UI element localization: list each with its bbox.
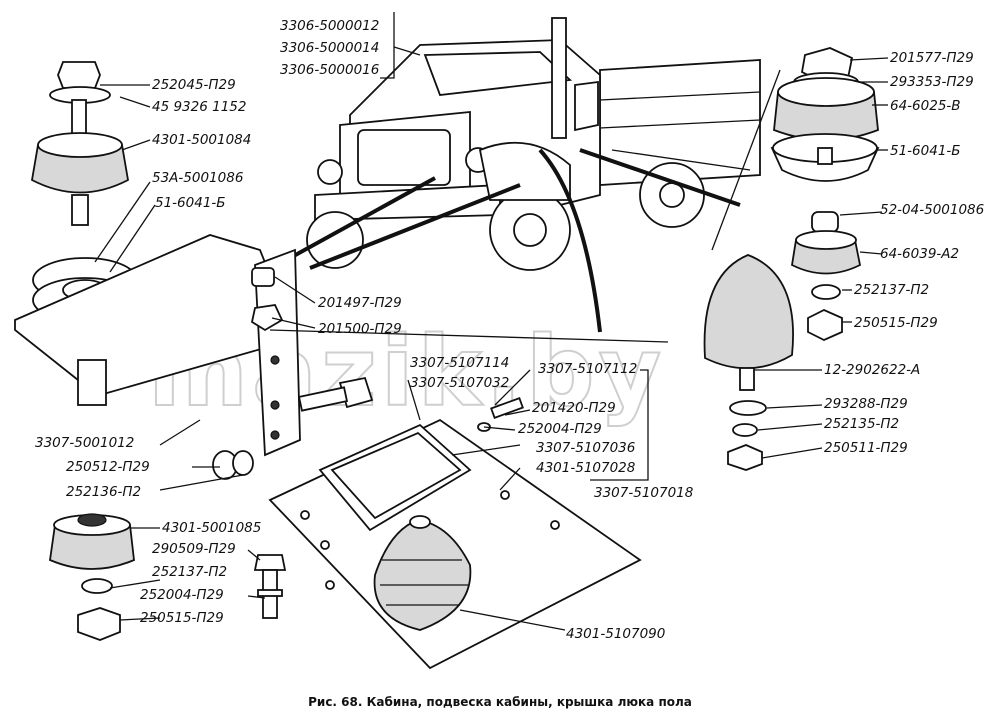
label-252004-p29-mid: 252004-П29 <box>518 421 602 437</box>
pointer-lines <box>289 69 781 333</box>
label-3307-5107018: 3307-5107018 <box>594 485 693 501</box>
label-12-2902622-a: 12-2902622-А <box>824 362 920 378</box>
label-3307-5001012: 3307-5001012 <box>35 435 134 451</box>
label-3307-5107036: 3307-5107036 <box>536 440 635 456</box>
label-293353-p29: 293353-П29 <box>890 74 974 90</box>
label-250515-p29-left: 250515-П29 <box>140 610 224 626</box>
label-3306-5000016: 3306-5000016 <box>280 62 379 78</box>
front-mount-assembly <box>14 61 374 480</box>
label-293288-p29: 293288-П29 <box>824 396 908 412</box>
label-3307-5107114: 3307-5107114 <box>410 355 509 371</box>
label-4301-5001085: 4301-5001085 <box>162 520 261 536</box>
label-4301-5001084: 4301-5001084 <box>152 132 251 148</box>
label-252137-p2-left: 252137-П2 <box>152 564 227 580</box>
label-51-6041-b-right: 51-6041-Б <box>890 143 961 159</box>
rear-mount-stack <box>49 513 287 641</box>
label-51-6041-b-left: 51-6041-Б <box>155 195 226 211</box>
label-3306-5000012: 3306-5000012 <box>280 18 379 34</box>
rear-cab-mount <box>770 47 880 182</box>
label-252004-p29-left: 252004-П29 <box>140 587 224 603</box>
part-labels: 3306-5000012 3306-5000014 3306-5000016 2… <box>35 18 984 642</box>
label-4301-5107028: 4301-5107028 <box>536 460 635 476</box>
label-52-04-5001086: 52-04-5001086 <box>880 202 984 218</box>
leader-lines <box>94 12 889 631</box>
label-3307-5107032: 3307-5107032 <box>410 375 509 391</box>
label-250511-p29: 250511-П29 <box>824 440 908 456</box>
label-201420-p29: 201420-П29 <box>532 400 616 416</box>
label-252137-p2-right: 252137-П2 <box>854 282 929 298</box>
label-45-9326-1152: 45 9326 1152 <box>152 99 246 115</box>
label-201577-p29: 201577-П29 <box>890 50 974 66</box>
figure-caption: Рис. 68. Кабина, подвеска кабины, крышка… <box>308 695 692 709</box>
label-290509-p29: 290509-П29 <box>152 541 236 557</box>
label-3306-5000014: 3306-5000014 <box>280 40 379 56</box>
cone-bumper-stack <box>703 254 794 471</box>
label-53a-5001086: 53А-5001086 <box>152 170 243 186</box>
label-64-6039-a2: 64-6039-А2 <box>880 246 959 262</box>
label-252136-p2: 252136-П2 <box>66 484 141 500</box>
right-cushion-stack <box>791 211 862 341</box>
label-64-6025-v: 64-6025-В <box>890 98 961 114</box>
label-250515-p29-right: 250515-П29 <box>854 315 938 331</box>
label-201497-p29: 201497-П29 <box>318 295 402 311</box>
floor-hatch-cover <box>268 397 642 670</box>
truck-illustration <box>306 17 761 271</box>
label-3307-5107112: 3307-5107112 <box>538 361 637 377</box>
label-252135-p2: 252135-П2 <box>824 416 899 432</box>
label-252045-p29: 252045-П29 <box>152 77 236 93</box>
label-4301-5107090: 4301-5107090 <box>566 626 665 642</box>
label-250512-p29: 250512-П29 <box>66 459 150 475</box>
label-201500-p29: 201500-П29 <box>318 321 402 337</box>
